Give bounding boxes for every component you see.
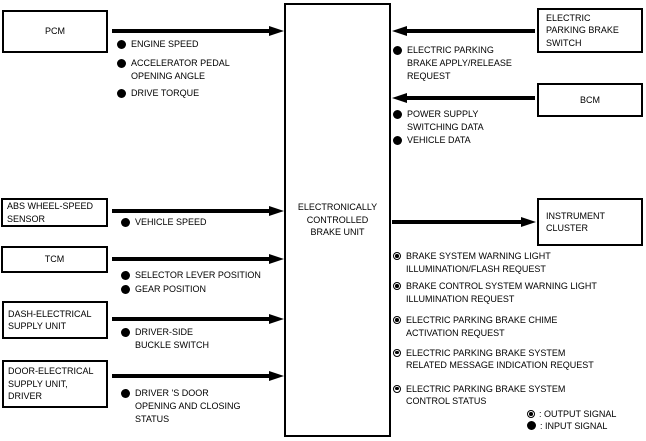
signal-driver-side-buckle-switch: DRIVER-SIDE BUCKLE SWITCH [121,326,209,352]
signal-drive-torque: DRIVE TORQUE [117,87,199,100]
arrow-shaft [405,96,535,100]
arrow-head-icon [392,25,407,36]
dash-electrical-supply-unit-box: DASH-ELECTRICAL SUPPLY UNIT [2,301,108,339]
arrow-abs-to-brake-unit [112,205,284,217]
input-signal-icon [121,327,130,337]
output-signal-icon [527,410,535,418]
electronically-controlled-brake-unit-label: ELECTRONICALLY CONTROLLED BRAKE UNIT [297,202,378,238]
door-electrical-supply-unit-box: DOOR-ELECTRICAL SUPPLY UNIT, DRIVER [2,360,108,408]
arrow-pcm-to-brake-unit [112,25,284,37]
signal-gear-position: GEAR POSITION [121,283,206,296]
legend-output-label: : OUTPUT SIGNAL [539,409,617,419]
input-signal-icon [117,40,126,49]
signal-brake-control-system-warning-light: BRAKE CONTROL SYSTEM WARNING LIGHT ILLUM… [393,280,597,305]
arrow-head-icon [269,313,284,324]
input-signal-icon [393,135,402,145]
input-signal-icon [117,58,126,68]
output-signal-icon [393,348,401,357]
bcm-label: BCM [580,94,600,105]
tcm-box: TCM [1,246,108,273]
signal-vehicle-data: VEHICLE DATA [393,134,471,147]
signal-epb-apply-release-request: ELECTRIC PARKING BRAKE APPLY/RELEASE REQ… [393,44,512,83]
arrow-shaft [112,257,271,261]
output-signal-icon [393,252,401,260]
electric-parking-brake-switch-box: ELECTRIC PARKING BRAKE SWITCH [537,8,643,53]
input-signal-icon [121,388,130,398]
arrow-shaft [392,220,523,224]
arrow-brake-unit-to-instrument-cluster [392,216,536,228]
signal-brake-system-warning-light: BRAKE SYSTEM WARNING LIGHT ILLUMINATION/… [393,250,551,275]
arrow-shaft [112,317,271,321]
arrow-head-icon [269,205,284,216]
arrow-head-icon [269,370,284,381]
arrow-bcm-to-brake-unit [392,92,535,104]
input-signal-icon [393,45,402,55]
input-signal-icon [121,217,130,227]
signal-epb-chime-activation-request: ELECTRIC PARKING BRAKE CHIME ACTIVATION … [393,314,557,339]
input-signal-icon [527,421,536,430]
abs-wheel-speed-sensor-box: ABS WHEEL-SPEED SENSOR [1,198,108,227]
pcm-label: PCM [45,26,65,37]
arrow-shaft [405,29,535,33]
signal-epb-system-control-status: ELECTRIC PARKING BRAKE SYSTEM CONTROL ST… [393,383,565,408]
input-signal-icon [393,109,402,119]
legend-input-label: : INPUT SIGNAL [540,421,608,431]
output-signal-icon [393,384,401,393]
arrow-epb-switch-to-brake-unit [392,25,535,37]
arrow-door-to-brake-unit [112,370,284,382]
electric-parking-brake-switch-label: ELECTRIC PARKING BRAKE SWITCH [546,12,619,48]
signal-selector-lever-position: SELECTOR LEVER POSITION [121,269,261,282]
arrow-head-icon [269,253,284,264]
arrow-shaft [112,29,271,33]
arrow-head-icon [392,92,407,103]
abs-wheel-speed-sensor-label: ABS WHEEL-SPEED SENSOR [7,201,94,224]
arrow-dash-to-brake-unit [112,313,284,325]
arrow-tcm-to-brake-unit [112,253,284,265]
dash-electrical-supply-unit-label: DASH-ELECTRICAL SUPPLY UNIT [8,308,92,332]
pcm-box: PCM [2,10,108,53]
signal-accelerator-pedal-opening-angle: ACCELERATOR PEDAL OPENING ANGLE [117,57,230,83]
legend-input-signal: : INPUT SIGNAL [527,420,607,432]
arrow-head-icon [269,25,284,36]
signal-epb-related-message-indication-request: ELECTRIC PARKING BRAKE SYSTEM RELATED ME… [393,347,594,372]
instrument-cluster-label: INSTRUMENT CLUSTER [546,210,605,234]
tcm-label: TCM [44,254,65,265]
input-signal-icon [121,270,130,280]
signal-vehicle-speed: VEHICLE SPEED [121,216,207,229]
output-signal-icon [393,316,401,324]
instrument-cluster-box: INSTRUMENT CLUSTER [537,198,643,246]
electronically-controlled-brake-unit-box: ELECTRONICALLY CONTROLLED BRAKE UNIT [284,3,391,437]
signal-engine-speed: ENGINE SPEED [117,38,199,51]
output-signal-icon [393,282,401,290]
arrow-head-icon [521,216,536,227]
input-signal-icon [121,284,130,294]
signal-power-supply-switching-data: POWER SUPPLY SWITCHING DATA [393,108,484,134]
input-signal-icon [117,88,126,98]
door-electrical-supply-unit-label: DOOR-ELECTRICAL SUPPLY UNIT, DRIVER [8,366,94,402]
bcm-box: BCM [537,83,643,117]
arrow-shaft [112,374,271,378]
legend-output-signal: : OUTPUT SIGNAL [527,408,616,420]
arrow-shaft [112,209,271,213]
signal-drivers-door-opening-closing-status: DRIVER 'S DOOR OPENING AND CLOSING STATU… [121,387,241,426]
